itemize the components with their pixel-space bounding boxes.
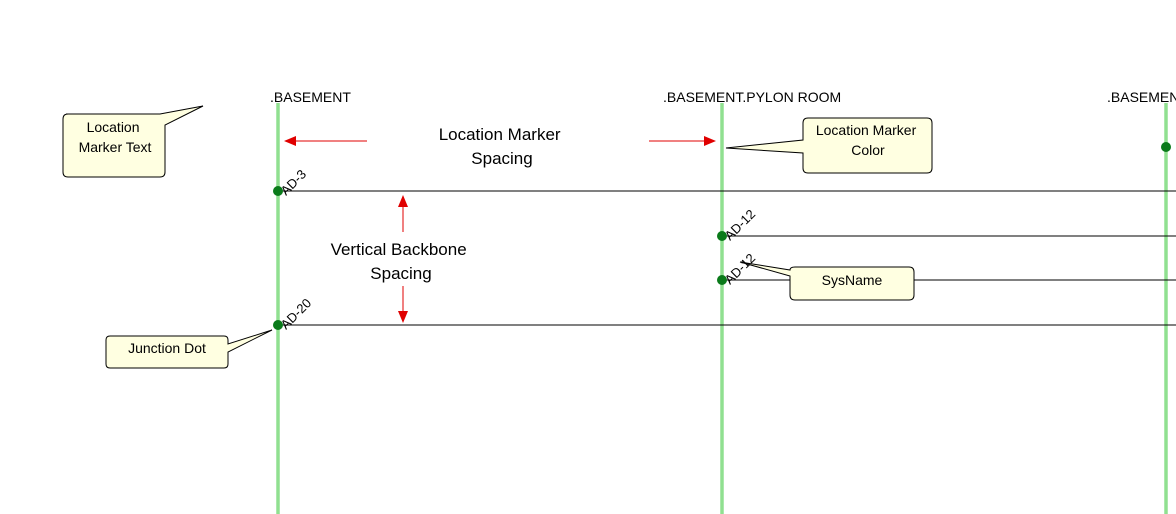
callout-sysname: SysName [739, 261, 915, 301]
location-marker-label: .BASEMENT.PYLON ROOM [663, 89, 841, 105]
junction-dot[interactable] [717, 275, 727, 285]
junction-label: AD-20 [278, 295, 315, 332]
callout-location-marker-color: Location Marker Color [725, 117, 933, 174]
junction-dot[interactable] [1161, 142, 1171, 152]
junction-label: AD-12 [722, 250, 759, 287]
svg-text:Junction Dot: Junction Dot [128, 340, 206, 356]
junction-dot[interactable] [717, 231, 727, 241]
location-marker-label: .BASEMENT [1107, 89, 1176, 105]
annotation-location-marker-spacing: Location Marker Spacing [439, 125, 566, 168]
svg-text:Location Marker Color: Location Marker Color [816, 122, 920, 158]
vertical-spacing-arrow-up [398, 195, 408, 232]
horizontal-spacing-arrow-left [284, 136, 367, 146]
junction-dot[interactable] [273, 320, 283, 330]
junction-label: AD-3 [278, 167, 310, 199]
horizontal-spacing-arrow-right [649, 136, 716, 146]
svg-text:Location Marker Text: Location Marker Text [79, 119, 152, 155]
junction-label: AD-12 [722, 206, 759, 243]
callout-location-marker-text: Location Marker Text [62, 105, 204, 178]
svg-text:SysName: SysName [822, 272, 883, 288]
junction-dot[interactable] [273, 186, 283, 196]
callout-junction-dot: Junction Dot [105, 329, 273, 369]
location-marker-label: .BASEMENT [270, 89, 351, 105]
vertical-spacing-arrow-down [398, 286, 408, 323]
annotation-vertical-backbone-spacing: Vertical Backbone Spacing [331, 240, 472, 283]
